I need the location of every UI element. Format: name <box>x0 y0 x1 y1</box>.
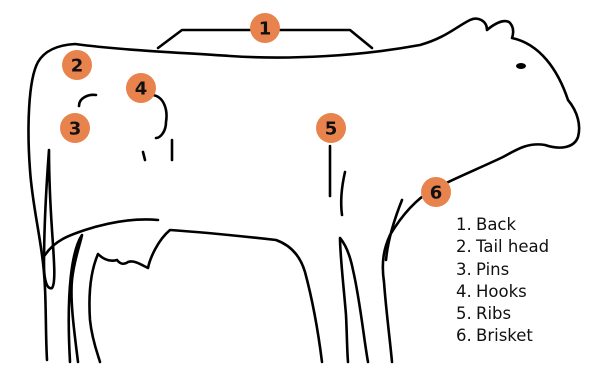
legend-label: Ribs <box>476 304 511 323</box>
marker-1-number: 1 <box>259 19 272 40</box>
marker-4-number: 4 <box>135 79 148 100</box>
legend-item-back: 1.Back <box>456 214 549 236</box>
marker-5: 5 <box>316 113 346 143</box>
legend-item-ribs: 5.Ribs <box>456 303 549 325</box>
marker-4: 4 <box>126 73 156 103</box>
legend-label: Tail head <box>476 237 549 256</box>
legend-label: Hooks <box>476 282 527 301</box>
marker-2-number: 2 <box>71 56 84 77</box>
legend-number: 4. <box>456 281 476 303</box>
marker-2: 2 <box>62 50 92 80</box>
legend-label: Back <box>476 215 516 234</box>
legend-item-hooks: 4.Hooks <box>456 281 549 303</box>
cow-eye <box>516 63 526 69</box>
legend-number: 5. <box>456 303 476 325</box>
hooks-bracket <box>152 95 166 138</box>
marker-6-number: 6 <box>430 183 443 204</box>
legend-number: 2. <box>456 236 476 258</box>
marker-6: 6 <box>421 177 451 207</box>
marker-3-number: 3 <box>69 119 82 140</box>
pins-bracket <box>79 95 96 106</box>
marker-5-number: 5 <box>325 119 338 140</box>
marker-3: 3 <box>60 113 90 143</box>
legend: 1.Back 2.Tail head 3.Pins 4.Hooks 5.Ribs… <box>456 214 549 348</box>
legend-item-pins: 3.Pins <box>456 259 549 281</box>
legend-item-brisket: 6.Brisket <box>456 325 549 347</box>
rib-line-b <box>341 172 345 215</box>
legend-number: 6. <box>456 325 476 347</box>
legend-label: Brisket <box>476 326 533 345</box>
thigh-line <box>45 219 158 255</box>
marker-1: 1 <box>250 13 280 43</box>
legend-number: 1. <box>456 214 476 236</box>
legend-label: Pins <box>476 260 509 279</box>
legend-number: 3. <box>456 259 476 281</box>
tail <box>44 150 54 288</box>
hook-tick-a <box>143 152 145 160</box>
legend-item-tail-head: 2.Tail head <box>456 236 549 258</box>
